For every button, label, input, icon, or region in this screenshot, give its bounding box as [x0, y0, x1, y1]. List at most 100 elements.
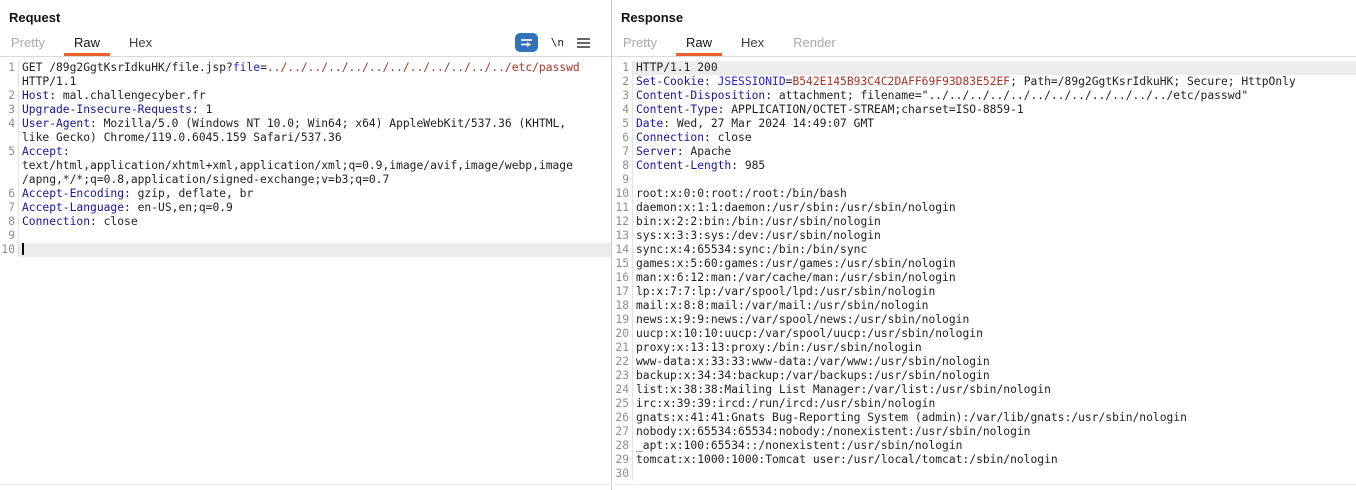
code-line: like Gecko) Chrome/119.0.6045.159 Safari…: [0, 131, 611, 145]
line-number: 7: [612, 145, 633, 159]
line-number: 22: [612, 355, 633, 369]
code-text: HTTP/1.1: [22, 75, 77, 88]
code-text: Host: mal.challengecyber.fr: [22, 89, 206, 102]
line-number: 10: [0, 243, 19, 257]
line-number: 8: [612, 159, 633, 173]
response-tab-render[interactable]: Render: [793, 35, 836, 50]
line-number: 7: [0, 201, 19, 215]
code-text: Connection: close: [636, 131, 752, 144]
line-number: 20: [612, 327, 633, 341]
request-title: Request: [9, 10, 61, 25]
line-number: 27: [612, 425, 633, 439]
request-tab-hex[interactable]: Hex: [128, 35, 153, 50]
code-text: sys:x:3:3:sys:/dev:/usr/sbin/nologin: [636, 229, 881, 242]
code-text: gnats:x:41:41:Gnats Bug-Reporting System…: [636, 411, 1187, 424]
code-text: HTTP/1.1 200: [633, 61, 1356, 75]
code-text: bin:x:2:2:bin:/bin:/usr/sbin/nologin: [636, 215, 881, 228]
line-number: 5: [0, 145, 19, 159]
code-text: www-data:x:33:33:www-data:/var/www:/usr/…: [636, 355, 990, 368]
menu-icon[interactable]: [577, 37, 590, 48]
line-number: 17: [612, 285, 633, 299]
code-text: proxy:x:13:13:proxy:/bin:/usr/sbin/nolog…: [636, 341, 922, 354]
code-text: tomcat:x:1000:1000:Tomcat user:/usr/loca…: [636, 453, 1058, 466]
request-tab-raw[interactable]: Raw: [63, 33, 110, 56]
newline-chars-toggle[interactable]: \n: [550, 36, 564, 49]
response-tab-pretty[interactable]: Pretty: [623, 35, 657, 50]
code-text: backup:x:34:34:backup:/var/backups:/usr/…: [636, 369, 990, 382]
request-tabbar: Pretty Raw Hex \n: [0, 33, 611, 57]
line-number: 9: [0, 229, 19, 243]
response-tab-hex[interactable]: Hex: [740, 35, 765, 50]
code-text: uucp:x:10:10:uucp:/var/spool/uucp:/usr/s…: [636, 327, 983, 340]
code-text: list:x:38:38:Mailing List Manager:/var/l…: [636, 383, 1051, 396]
code-text: User-Agent: Mozilla/5.0 (Windows NT 10.0…: [22, 117, 567, 130]
code-text: Date: Wed, 27 Mar 2024 14:49:07 GMT: [636, 117, 875, 130]
line-number: [0, 75, 19, 89]
line-number: 3: [0, 103, 19, 117]
line-number: 1: [0, 61, 19, 75]
soft-wrap-toggle-icon[interactable]: [514, 33, 538, 52]
code-text: [633, 173, 1356, 187]
line-number: 8: [0, 215, 19, 229]
code-text: text/html,application/xhtml+xml,applicat…: [22, 159, 573, 172]
line-number: 23: [612, 369, 633, 383]
line-number: 24: [612, 383, 633, 397]
code-text: man:x:6:12:man:/var/cache/man:/usr/sbin/…: [636, 271, 956, 284]
line-number: [0, 159, 19, 173]
line-number: 4: [0, 117, 19, 131]
code-text: nobody:x:65534:65534:nobody:/nonexistent…: [636, 425, 1031, 438]
code-text: like Gecko) Chrome/119.0.6045.159 Safari…: [22, 131, 342, 144]
line-number: 1: [612, 61, 633, 75]
code-text: Accept-Language: en-US,en;q=0.9: [22, 201, 233, 214]
line-number: 3: [612, 89, 633, 103]
code-line: 9: [612, 173, 1356, 187]
response-tab-raw[interactable]: Raw: [675, 33, 722, 56]
request-tab-pretty[interactable]: Pretty: [11, 35, 45, 50]
code-line: 30: [612, 467, 1356, 481]
code-text: Accept-Encoding: gzip, deflate, br: [22, 187, 254, 200]
line-number: 2: [0, 89, 19, 103]
line-number: 11: [612, 201, 633, 215]
line-number: 14: [612, 243, 633, 257]
code-text: sync:x:4:65534:sync:/bin:/bin/sync: [636, 243, 868, 256]
code-text: root:x:0:0:root:/root:/bin/bash: [636, 187, 847, 200]
code-text: irc:x:39:39:ircd:/run/ircd:/usr/sbin/nol…: [636, 397, 936, 410]
code-text: /apng,*/*;q=0.8,application/signed-excha…: [22, 173, 390, 186]
code-text: lp:x:7:7:lp:/var/spool/lpd:/usr/sbin/nol…: [636, 285, 936, 298]
line-number: 5: [612, 117, 633, 131]
line-number: [0, 173, 19, 187]
code-text: Connection: close: [22, 215, 138, 228]
code-text: _apt:x:100:65534::/nonexistent:/usr/sbin…: [636, 439, 963, 452]
